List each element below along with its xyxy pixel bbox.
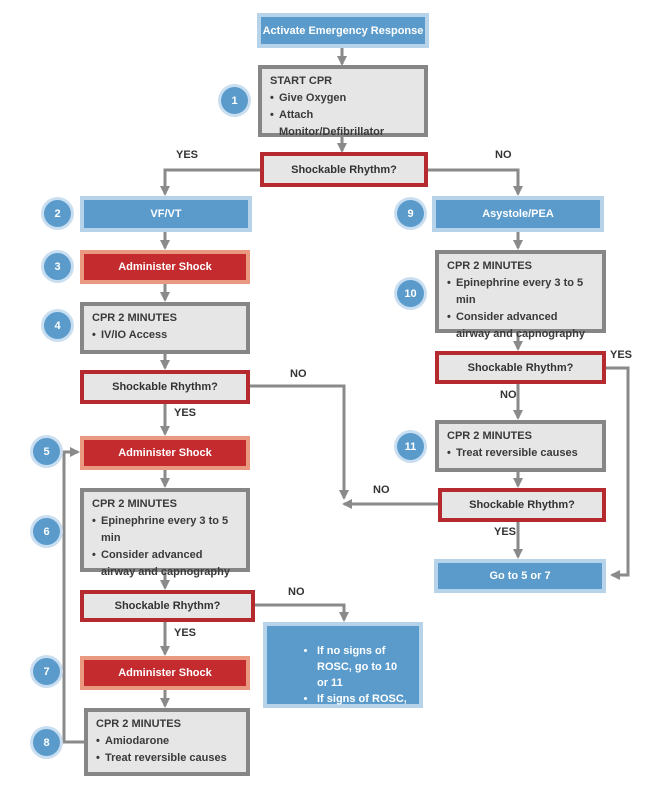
cpr-box-10: CPR 2 MINUTES Epinephrine every 3 to 5 m… [435, 250, 606, 340]
cpr-box-8: CPR 2 MINUTES Amiodarone Treat reversibl… [84, 708, 250, 776]
no-label: NO [290, 368, 307, 380]
step-number-badge: 11 [397, 433, 424, 460]
step-number-badge: 3 [44, 253, 71, 280]
go-to-5-or-7-box: Go to 5 or 7 [434, 559, 606, 593]
step-number-badge: 2 [44, 200, 71, 227]
rosc-item: If no signs of ROSC, go to 10 or 11 [317, 643, 409, 691]
step-number-badge: 5 [33, 438, 60, 465]
cpr-title: CPR 2 MINUTES [92, 312, 177, 324]
step-number-badge: 6 [33, 518, 60, 545]
no-label: NO [495, 149, 512, 161]
shockable-rhythm-question-2: Shockable Rhythm? [80, 370, 250, 404]
cpr-item: Epinephrine every 3 to 5 min [447, 275, 594, 309]
start-cpr-item: Give Oxygen [270, 90, 416, 107]
no-label: NO [373, 484, 390, 496]
asystole-pea-box: Asystole/PEA [432, 196, 604, 232]
step-number-badge: 8 [33, 729, 60, 756]
cpr-box-6: CPR 2 MINUTES Epinephrine every 3 to 5 m… [80, 488, 250, 578]
shockable-rhythm-question-3: Shockable Rhythm? [80, 590, 255, 622]
yes-label: YES [174, 407, 197, 419]
question-label: Shockable Rhythm? [291, 163, 397, 176]
shockable-rhythm-question-initial: Shockable Rhythm? [260, 152, 428, 187]
activate-emergency-response-label: Activate Emergency Response [262, 24, 424, 37]
start-cpr-title: START CPR [270, 75, 333, 87]
cpr-item: Treat reversible causes [447, 445, 594, 462]
administer-shock-box-3: Administer Shock [80, 250, 250, 284]
cpr-title: CPR 2 MINUTES [96, 718, 181, 730]
cpr-item: Treat reversible causes [96, 750, 238, 767]
step-number-badge: 10 [397, 280, 424, 307]
cpr-item: Epinephrine every 3 to 5 min [92, 513, 238, 547]
step-number-badge: 4 [44, 312, 71, 339]
step-number-badge: 1 [221, 87, 248, 114]
administer-shock-label: Administer Shock [118, 667, 212, 679]
cpr-item: Consider advanced airway and capnography [92, 547, 238, 581]
cpr-item: Amiodarone [96, 733, 238, 750]
no-label: NO [500, 389, 517, 401]
cpr-title: CPR 2 MINUTES [447, 430, 532, 442]
yes-label: YES [174, 627, 197, 639]
start-cpr-item: Attach Monitor/Defibrillator [270, 107, 416, 141]
go-to-label: Go to 5 or 7 [489, 570, 551, 582]
yes-label: YES [176, 149, 199, 161]
rosc-instructions-box: If no signs of ROSC, go to 10 or 11 If s… [263, 622, 423, 753]
start-cpr-box: START CPR Give Oxygen Attach Monitor/Def… [258, 65, 428, 138]
step-number-badge: 9 [397, 200, 424, 227]
asystole-pea-label: Asystole/PEA [482, 208, 554, 220]
no-label: NO [288, 586, 305, 598]
cpr-title: CPR 2 MINUTES [447, 260, 532, 272]
question-label: Shockable Rhythm? [114, 600, 221, 612]
cpr-item: Consider advanced airway and capnography [447, 309, 594, 343]
administer-shock-label: Administer Shock [118, 261, 212, 273]
shockable-rhythm-question-5: Shockable Rhythm? [438, 488, 606, 522]
question-label: Shockable Rhythm? [112, 381, 218, 393]
cpr-item: IV/IO Access [92, 327, 238, 344]
yes-label: YES [610, 349, 633, 361]
vf-vt-label: VF/VT [150, 208, 182, 220]
cpr-title: CPR 2 MINUTES [92, 498, 177, 510]
administer-shock-box-7: Administer Shock [80, 656, 250, 690]
yes-label: YES [494, 526, 517, 538]
administer-shock-label: Administer Shock [118, 447, 212, 459]
question-label: Shockable Rhythm? [467, 361, 574, 374]
activate-emergency-response-box: Activate Emergency Response [257, 13, 429, 48]
step-number-badge: 7 [33, 658, 60, 685]
question-label: Shockable Rhythm? [469, 499, 575, 511]
rosc-item: If signs of ROSC, go to Post-Cardiac Arr… [317, 691, 409, 755]
cpr-box-11: CPR 2 MINUTES Treat reversible causes [435, 420, 606, 472]
shockable-rhythm-question-4: Shockable Rhythm? [435, 351, 606, 384]
cpr-box-4: CPR 2 MINUTES IV/IO Access [80, 302, 250, 354]
administer-shock-box-5: Administer Shock [80, 436, 250, 470]
vf-vt-box: VF/VT [80, 196, 252, 232]
